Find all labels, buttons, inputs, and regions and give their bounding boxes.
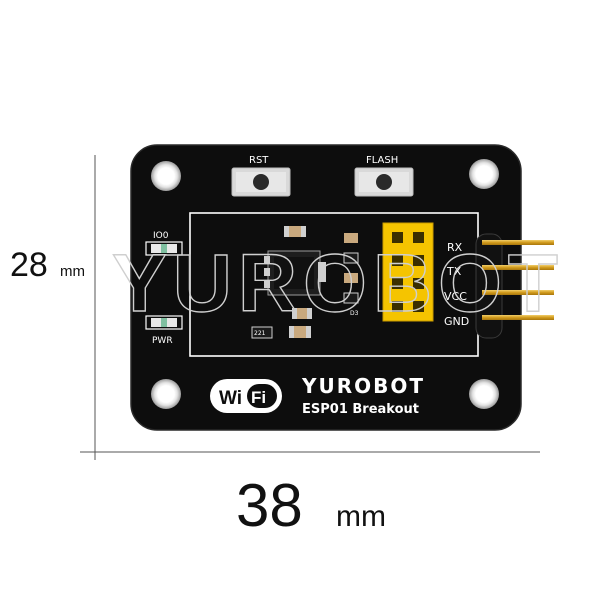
io0-led-label: IO0 <box>153 231 169 241</box>
mounting-hole <box>151 379 181 409</box>
chip-label: D3 <box>350 310 359 317</box>
pin-label-gnd: GND <box>444 315 469 328</box>
power-led <box>145 315 183 330</box>
io0-led <box>145 241 183 256</box>
wifi-logo-left: Wi <box>219 388 242 409</box>
pin-label-vcc: VCC <box>444 290 467 303</box>
gold-pins[interactable] <box>482 240 554 320</box>
esp01-header-socket[interactable] <box>382 222 434 322</box>
pcb-board: RST FLASH IO0 PWR <box>130 144 522 431</box>
product-name: ESP01 Breakout <box>302 402 419 417</box>
width-dimension-value: 38 <box>236 472 303 539</box>
pin-label-rx: RX <box>447 241 463 254</box>
height-dimension-unit: mm <box>60 263 85 280</box>
pin-header-housing <box>475 233 503 339</box>
flash-button[interactable] <box>354 167 414 197</box>
brand-watermark: YUROBOT <box>112 238 564 329</box>
height-dimension-value: 28 <box>10 246 48 284</box>
reset-button[interactable] <box>231 167 291 197</box>
mounting-hole <box>469 379 499 409</box>
reset-button-label: RST <box>249 155 269 166</box>
power-led-label: PWR <box>152 336 173 346</box>
smd-components <box>251 226 359 339</box>
width-dimension-unit: mm <box>336 500 386 533</box>
mounting-hole <box>151 161 181 191</box>
pin-label-tx: TX <box>446 265 462 278</box>
mounting-hole <box>469 159 499 189</box>
flash-button-label: FLASH <box>366 155 398 166</box>
wifi-logo-right: Fi <box>251 388 266 407</box>
brand-logo: YUROBOT <box>301 374 425 398</box>
wifi-logo: Wi Fi <box>210 379 282 413</box>
resistor-code: 221 <box>254 330 266 337</box>
